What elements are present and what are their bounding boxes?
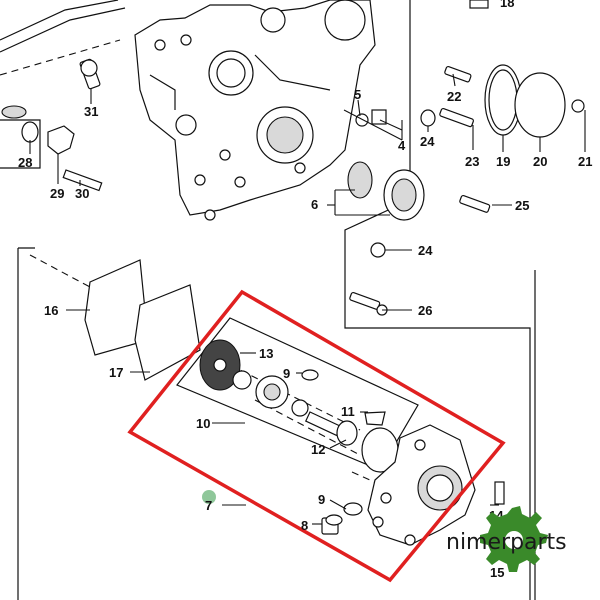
brand-name: nimerparts bbox=[446, 530, 567, 555]
brand-watermark: nimerparts bbox=[446, 506, 567, 572]
left-small-parts bbox=[0, 58, 103, 192]
callout-19: 19 bbox=[496, 154, 510, 169]
marker-dot bbox=[202, 490, 216, 504]
callout-21: 21 bbox=[578, 154, 592, 169]
callout-24-lower: 24 bbox=[418, 243, 433, 258]
callout-9-lower: 9 bbox=[318, 492, 325, 507]
callout-8: 8 bbox=[301, 518, 308, 533]
callout-13: 13 bbox=[259, 346, 273, 361]
lower-region-outline bbox=[17, 247, 416, 600]
pump-housing bbox=[321, 424, 505, 546]
callout-7: 7 bbox=[205, 498, 212, 513]
callout-30: 30 bbox=[75, 186, 89, 201]
callout-10: 10 bbox=[196, 416, 210, 431]
callout-17: 17 bbox=[109, 365, 123, 380]
callout-22: 22 bbox=[447, 89, 461, 104]
callout-23: 23 bbox=[465, 154, 479, 169]
callout-28: 28 bbox=[18, 155, 32, 170]
callout-20: 20 bbox=[533, 154, 547, 169]
highlight-frame bbox=[127, 289, 506, 583]
callout-29: 29 bbox=[50, 186, 64, 201]
timing-cover-housing bbox=[134, 0, 376, 221]
callout-25: 25 bbox=[515, 198, 529, 213]
gasket-corner bbox=[0, 0, 126, 76]
callout-5: 5 bbox=[354, 87, 361, 102]
callout-18: 18 bbox=[500, 0, 514, 10]
callout-16: 16 bbox=[44, 303, 58, 318]
callout-26: 26 bbox=[418, 303, 432, 318]
gaskets bbox=[84, 259, 201, 381]
callout-9-upper: 9 bbox=[283, 366, 290, 381]
callout-6: 6 bbox=[311, 197, 318, 212]
callout-12: 12 bbox=[311, 442, 325, 457]
callout-15: 15 bbox=[490, 565, 504, 580]
callout-4: 4 bbox=[398, 138, 406, 153]
callout-31: 31 bbox=[84, 104, 98, 119]
callout-11: 11 bbox=[341, 404, 355, 419]
callout-24-upper: 24 bbox=[420, 134, 435, 149]
leader-lines bbox=[29, 73, 586, 525]
pump-internals bbox=[176, 317, 419, 473]
